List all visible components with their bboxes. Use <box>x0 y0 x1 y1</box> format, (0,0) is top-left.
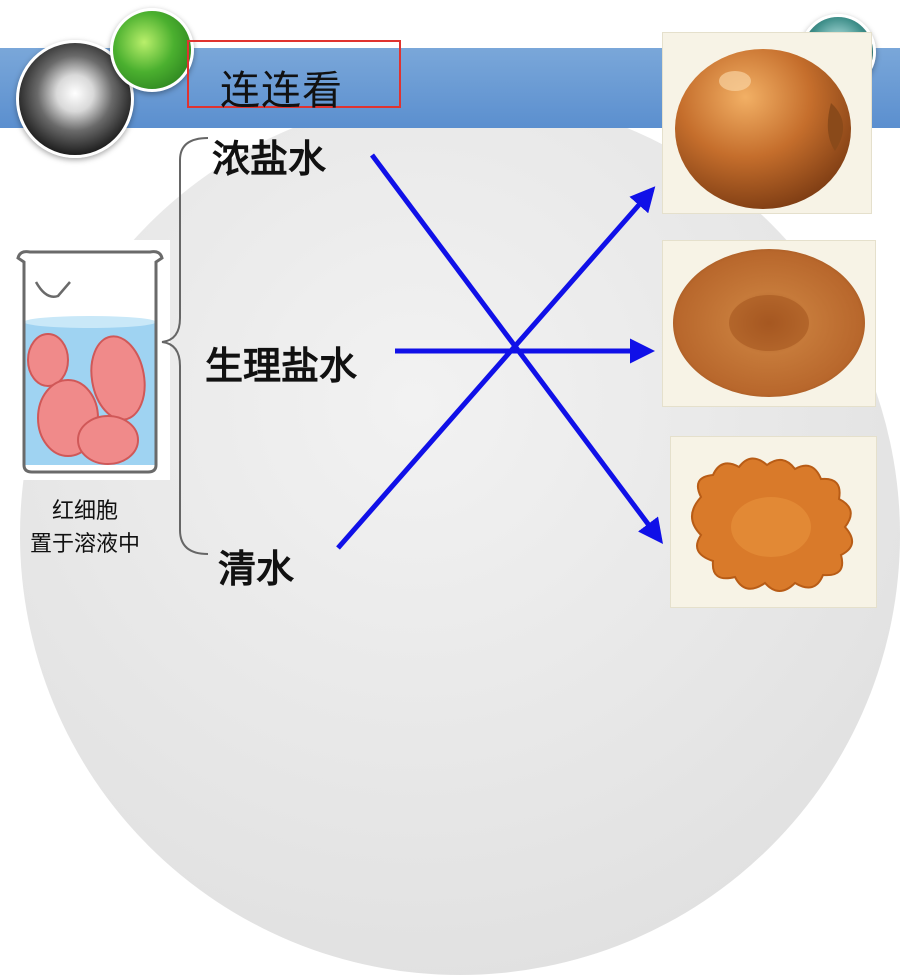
page-title: 连连看 <box>220 68 343 114</box>
title-frame <box>187 40 401 108</box>
diagram-overlay <box>8 137 663 555</box>
red-blood-cell <box>77 415 139 465</box>
shrunken-cell-icon <box>691 457 853 592</box>
caption-line-2: 置于溶液中 <box>29 532 140 557</box>
arrow-water-to-swollen <box>336 186 656 550</box>
leaf-photo-icon <box>110 8 194 92</box>
label-saline: 生理盐水 <box>205 344 358 388</box>
beaker-caption: 红细胞 置于溶液中 <box>5 495 165 561</box>
normal-cell-image <box>662 240 876 407</box>
label-fresh-water: 清水 <box>218 547 295 591</box>
shrunken-cell-image <box>670 436 877 608</box>
caption-line-1: 红细胞 <box>51 499 118 524</box>
label-concentrated-salt: 浓盐水 <box>212 137 327 181</box>
beaker-icon <box>8 240 170 480</box>
bracket <box>161 137 209 555</box>
swollen-cell-image <box>662 32 872 214</box>
normal-cell-icon <box>673 249 865 397</box>
swollen-cell-icon <box>675 49 851 209</box>
red-blood-cell <box>27 333 69 387</box>
